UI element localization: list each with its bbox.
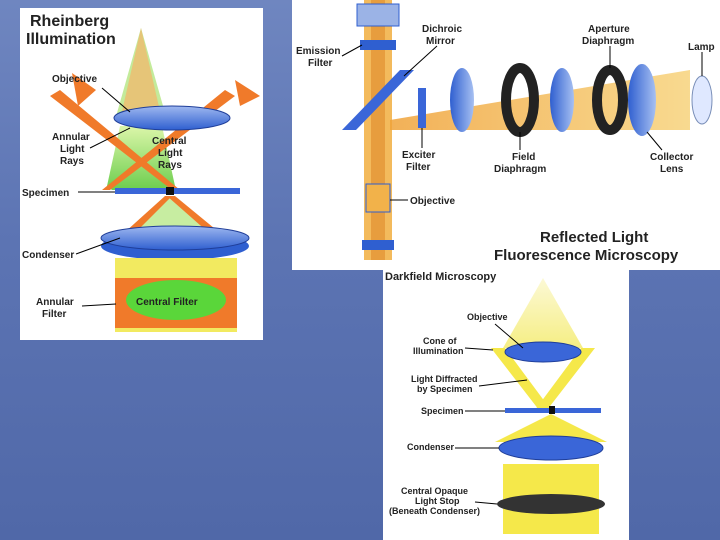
label-central-filter: Central Filter [136, 297, 198, 308]
leader-emission [342, 45, 362, 56]
rheinberg-title-line1: Rheinberg [30, 13, 109, 30]
label-emission-filter-2: Filter [308, 58, 333, 69]
lens-1 [450, 68, 474, 132]
darkfield-title: Darkfield Microscopy [385, 271, 497, 283]
objective-lens [114, 106, 230, 130]
exciter-filter [418, 88, 426, 128]
lens-3 [628, 64, 656, 136]
darkfield-condenser [499, 436, 603, 460]
rheinberg-diagram: Rheinberg Illumination Objective Annular… [20, 8, 263, 340]
label-dichroic-2: Mirror [426, 36, 455, 47]
fluorescence-title-line1: Reflected Light [540, 229, 648, 246]
label-annular-rays-3: Rays [60, 156, 84, 167]
label-annular-filter-1: Annular [36, 297, 74, 308]
label-exciter-2: Filter [406, 162, 431, 173]
label-annular-rays-2: Light [60, 144, 85, 155]
label-field-2: Diaphragm [494, 164, 546, 175]
df-label-cone-1: Cone of [423, 336, 457, 346]
darkfield-objective [505, 342, 581, 362]
green-cone-lower [132, 196, 210, 230]
specimen-dot [166, 187, 174, 195]
arrow-right-head [235, 80, 260, 106]
label-central-rays-2: Light [158, 148, 183, 159]
lamp-bulb [692, 76, 712, 124]
top-tube [357, 4, 399, 26]
label-exciter-1: Exciter [402, 150, 435, 161]
df-label-condenser: Condenser [407, 442, 455, 452]
df-label-diffracted-2: by Specimen [417, 384, 473, 394]
emission-filter [360, 40, 396, 50]
objective-body [366, 184, 390, 212]
rheinberg-panel: Rheinberg Illumination Objective Annular… [20, 8, 263, 340]
leader-annular-filter [82, 304, 116, 306]
label-specimen: Specimen [22, 188, 69, 199]
df-label-objective: Objective [467, 312, 508, 322]
label-collector-1: Collector [650, 152, 693, 163]
vertical-beam-core [371, 0, 385, 260]
label-aperture-1: Aperture [588, 24, 630, 35]
df-label-cone-2: Illumination [413, 346, 464, 356]
df-label-specimen: Specimen [421, 406, 464, 416]
df-leader-cone [465, 348, 493, 350]
label-collector-2: Lens [660, 164, 684, 175]
condenser-lens-top [101, 226, 249, 250]
label-field-1: Field [512, 152, 535, 163]
label-objective-f: Objective [410, 196, 455, 207]
df-label-stop-1: Central Opaque [401, 486, 468, 496]
specimen-slide [115, 188, 240, 194]
label-objective: Objective [52, 74, 97, 85]
label-dichroic-1: Dichroic [422, 24, 462, 35]
label-central-rays-3: Rays [158, 160, 182, 171]
df-label-stop-2: Light Stop [415, 496, 460, 506]
label-emission-filter-1: Emission [296, 46, 340, 57]
fluorescence-title-line2: Fluorescence Microscopy [494, 247, 679, 264]
label-central-rays-1: Central [152, 136, 187, 147]
df-label-diffracted-1: Light Diffracted [411, 374, 478, 384]
label-aperture-2: Diaphragm [582, 36, 634, 47]
rheinberg-title-line2: Illumination [26, 31, 116, 48]
fluorescence-panel: Emission Filter Dichroic Mirror Aperture… [292, 0, 720, 270]
diffracted-cone [503, 278, 583, 348]
objective-stage [362, 240, 394, 250]
lens-2 [550, 68, 574, 132]
light-stop [497, 494, 605, 514]
df-label-stop-3: (Beneath Condenser) [389, 506, 480, 516]
label-annular-filter-2: Filter [42, 309, 67, 320]
darkfield-specimen-dot [549, 406, 555, 414]
label-annular-rays-1: Annular [52, 132, 90, 143]
fluorescence-diagram: Emission Filter Dichroic Mirror Aperture… [292, 0, 720, 270]
darkfield-diagram: Darkfield Microscopy Objective Cone of I… [383, 268, 629, 540]
leader-collector [647, 132, 662, 150]
darkfield-panel: Darkfield Microscopy Objective Cone of I… [383, 268, 629, 540]
label-lamp: Lamp [688, 42, 715, 53]
leader-dichroic [404, 46, 437, 76]
df-leader-stop [475, 502, 497, 504]
label-condenser: Condenser [22, 250, 74, 261]
